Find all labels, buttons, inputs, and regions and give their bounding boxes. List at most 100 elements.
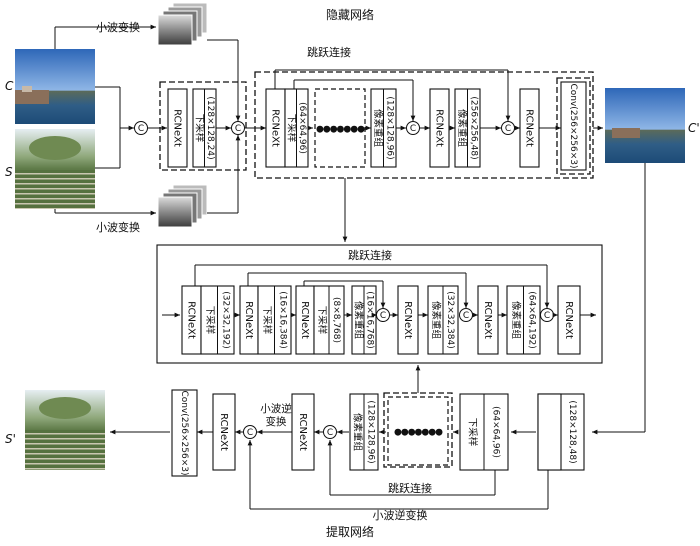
recovered-label: S' — [5, 432, 16, 446]
wavelet-bottom-label: 小波变换 — [96, 220, 140, 234]
ext-pixel-shuffle-1: 像素重组(128×128,96) — [349, 393, 379, 471]
mid-concat-2: C — [459, 308, 473, 322]
mid-rcnext-5: RCNeXt — [477, 285, 499, 355]
block-title: 像素重组 — [372, 109, 384, 148]
middle-unet-group — [156, 244, 603, 364]
hide-downsample-2: 下采样(64×64,96) — [284, 88, 309, 168]
rcnext-label: RCNeXt — [172, 109, 183, 147]
mid-rcnext-2: RCNeXt — [239, 285, 259, 355]
rcnext-label: RCNeXt — [563, 301, 574, 339]
hide-rcnext-4: RCNeXt — [519, 88, 540, 168]
block-title: 像素重组 — [430, 301, 442, 340]
rcnext-label: RCNeXt — [402, 301, 413, 339]
mid-downsample-2: 下采样(16×16,384) — [257, 285, 292, 355]
mid-rcnext-1: RCNeXt — [181, 285, 202, 355]
secret-image — [15, 129, 95, 209]
ext-rcnext-2: RCNeXt — [291, 393, 315, 471]
block-shape: (128×128,48) — [567, 400, 577, 463]
block-shape: (16×16,768) — [365, 291, 375, 349]
rcnext-label: RCNeXt — [218, 413, 229, 451]
mid-downsample-1: 下采样(32×32,192) — [200, 285, 235, 355]
iwt-left-label-2: 变换 — [266, 415, 287, 428]
middle-skip-lines — [194, 264, 550, 308]
hide-pixel-shuffle-1: 像素重组(128×128,96) — [370, 88, 397, 168]
block-title: 下采样 — [467, 418, 479, 447]
stego-label: C' — [688, 121, 700, 135]
rcnext-label: RCNeXt — [434, 109, 445, 147]
wavelet-stack-top — [157, 2, 208, 46]
svg-text:C: C — [544, 311, 550, 321]
block-title: 像素重组 — [352, 413, 364, 452]
block-shape: (128×128,24) — [205, 96, 215, 159]
ext-concat-2: C — [243, 425, 257, 439]
hide-unet-group — [254, 71, 594, 179]
hide-downsample-group — [159, 81, 247, 171]
cover-image — [15, 49, 95, 124]
hide-network-title: 隐藏网络 — [326, 7, 374, 22]
mid-rcnext-6: RCNeXt — [557, 285, 581, 355]
input-connectors — [54, 24, 266, 216]
hide-dots: ●●●●●●● — [314, 88, 366, 168]
ext-downsample-2: 下采样 (64×64,96) — [459, 393, 509, 471]
block-title: 下采样 — [285, 114, 297, 143]
svg-text:C: C — [463, 311, 469, 321]
secret-label: S — [5, 165, 13, 179]
block-shape: (64×64,96) — [297, 102, 307, 154]
block-shape: (32×32,192) — [220, 291, 230, 349]
rcnext-label: RCNeXt — [299, 301, 310, 339]
mid-rcnext-4: RCNeXt — [397, 285, 419, 355]
block-title: 下采样 — [261, 306, 273, 335]
hide-concat-1: C — [134, 121, 148, 135]
wavelet-stack-bottom — [157, 184, 208, 228]
block-shape: (64×64,96) — [491, 406, 501, 458]
iwt-bottom-label: 小波逆变换 — [373, 508, 428, 522]
hide-rcnext-1: RCNeXt — [167, 88, 188, 168]
block-title: 像素重组 — [456, 109, 468, 148]
block-shape: (64×64,192) — [526, 291, 536, 349]
hide-downsample-1: 下采样(128×128,24) — [192, 88, 217, 168]
block-shape: (8×8,768) — [331, 297, 341, 343]
hide-concat-4: C — [501, 121, 515, 135]
mid-concat-1: C — [376, 308, 390, 322]
svg-text:C: C — [380, 311, 386, 321]
conv-label: Conv(256×256×3) — [179, 390, 189, 475]
mid-rcnext-3: RCNeXt — [295, 285, 315, 355]
extract-network-title: 提取网络 — [326, 524, 374, 539]
iwt-left-label-1: 小波逆 — [260, 402, 292, 415]
ext-concat-1: C — [323, 425, 337, 439]
hide-conv-block: Conv(256×256×3) — [560, 81, 587, 171]
svg-text:●●●●●●●: ●●●●●●● — [394, 428, 443, 438]
ext-dots: ●●●●●●● — [387, 396, 449, 466]
rcnext-label: RCNeXt — [243, 301, 254, 339]
rcnext-label: RCNeXt — [186, 301, 197, 339]
mid-pixel-shuffle-3: 像素重组(64×64,192) — [506, 285, 541, 355]
skip-mid-label: 跳跃连接 — [348, 248, 392, 262]
block-shape: (32×32,384) — [445, 291, 455, 349]
block-title: 像素重组 — [353, 301, 365, 340]
mid-pixel-shuffle-2: 像素重组(32×32,384) — [427, 285, 459, 355]
skip-top-label: 跳跃连接 — [307, 45, 351, 59]
mid-pixel-shuffle-1: 像素重组(16×16,768) — [351, 285, 377, 355]
svg-text:C: C — [505, 124, 511, 134]
block-shape: (256×256,48) — [468, 96, 478, 159]
hide-rcnext-3: RCNeXt — [429, 88, 450, 168]
svg-text:●●●●●●●: ●●●●●●● — [316, 125, 365, 135]
rcnext-label: RCNeXt — [270, 109, 281, 147]
rcnext-label: RCNeXt — [297, 413, 308, 451]
recovered-image — [25, 390, 105, 470]
hide-pixel-shuffle-2: 像素重组(256×256,48) — [454, 88, 481, 168]
extract-skip-lines — [247, 440, 549, 510]
ext-rcnext-1 — [537, 393, 562, 471]
stego-image — [605, 88, 685, 163]
svg-text:C: C — [410, 124, 416, 134]
block-shape: (128×128,96) — [384, 96, 394, 159]
svg-text:C: C — [235, 124, 241, 134]
svg-text:C: C — [138, 124, 144, 134]
hide-rcnext-2: RCNeXt — [265, 88, 286, 168]
mid-concat-3: C — [540, 308, 554, 322]
ext-conv-block: Conv(256×256×3) — [171, 389, 198, 477]
ext-rcnext-3: RCNeXt — [212, 393, 236, 471]
svg-text:C: C — [247, 428, 253, 438]
